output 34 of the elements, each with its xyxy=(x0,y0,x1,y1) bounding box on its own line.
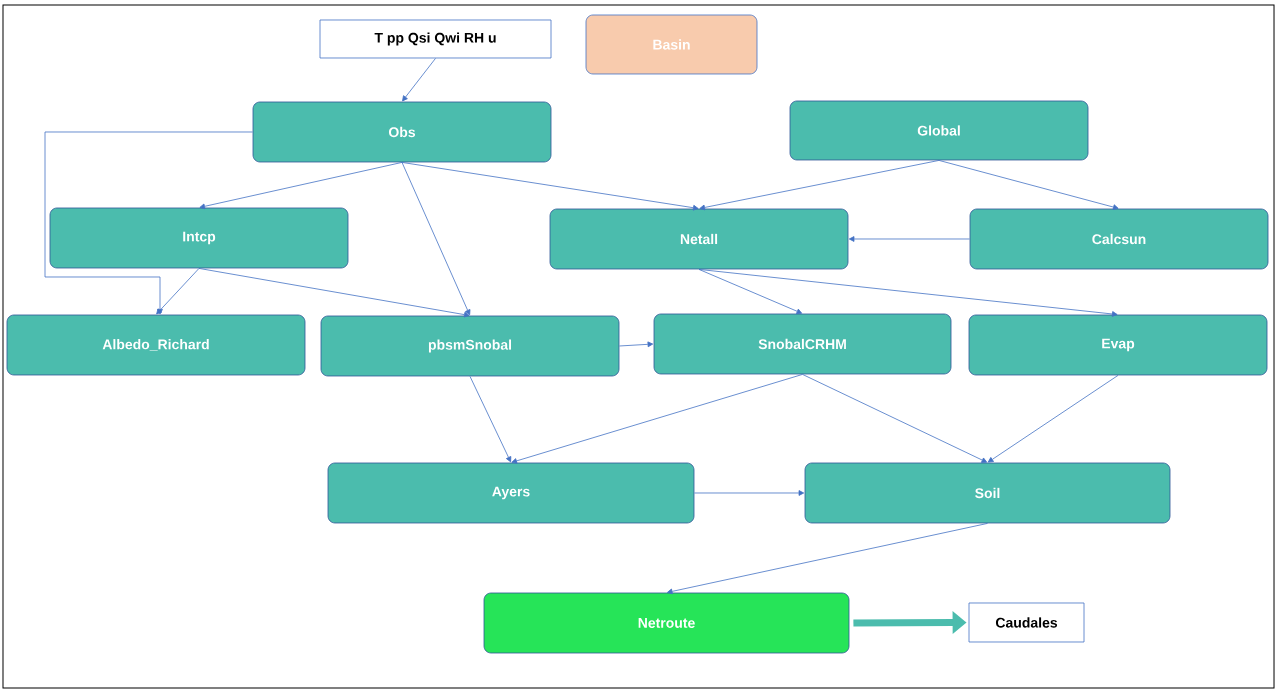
arrow xyxy=(694,490,805,496)
arrow xyxy=(44,131,253,315)
module-box: Evap xyxy=(968,314,1268,376)
basin-box: Basin xyxy=(585,14,758,75)
module-box: pbsmSnobal xyxy=(320,315,620,377)
module-box: Obs xyxy=(252,101,552,163)
arrow xyxy=(156,268,200,315)
arrow xyxy=(619,341,654,348)
module-box: Intcp xyxy=(49,207,349,269)
module-box: Ayers xyxy=(327,462,695,524)
arrow xyxy=(848,236,970,242)
module-box: Calcsun xyxy=(969,208,1269,270)
variables-box: Caudales xyxy=(968,602,1085,643)
arrow xyxy=(667,523,988,595)
arrow xyxy=(698,269,803,315)
module-box: Netall xyxy=(549,208,849,270)
module-box: Soil xyxy=(804,462,1171,524)
arrow xyxy=(198,268,470,318)
arrow xyxy=(511,374,803,464)
arrow xyxy=(401,162,471,316)
module-box: Albedo_Richard xyxy=(6,314,306,376)
arrow xyxy=(802,374,988,463)
arrow xyxy=(401,162,699,211)
module-box: SnobalCRHM xyxy=(653,313,952,375)
module-box: Global xyxy=(789,100,1089,161)
arrow xyxy=(402,58,436,102)
arrow xyxy=(938,160,1119,210)
arrow xyxy=(699,160,940,211)
arrow xyxy=(698,269,1118,317)
module-box: Netroute xyxy=(483,592,850,654)
arrow xyxy=(199,162,403,210)
variables-box: T pp Qsi Qwi RH u xyxy=(319,19,552,59)
arrow xyxy=(987,375,1119,463)
arrow xyxy=(469,376,512,463)
